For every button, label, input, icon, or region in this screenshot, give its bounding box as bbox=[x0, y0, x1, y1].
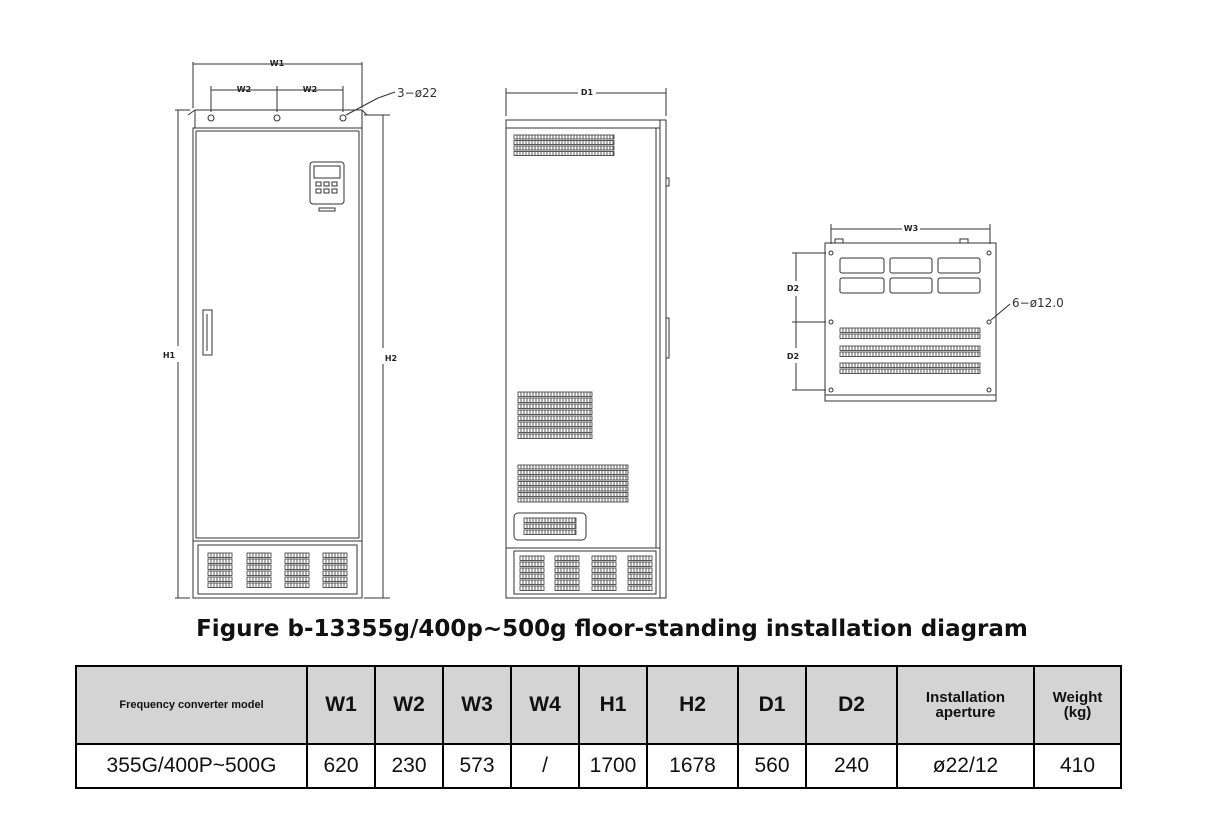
front-w2-left-label: W2 bbox=[237, 85, 251, 94]
vent-slot bbox=[513, 151, 615, 156]
base-hole-callout: 6−ø12.0 bbox=[1012, 296, 1064, 310]
figure-caption: Figure b-13355g/400p~500g floor-standing… bbox=[196, 616, 1028, 642]
cell-weight: 410 bbox=[1033, 743, 1122, 789]
vent-slot bbox=[517, 415, 593, 421]
header-h1: H1 bbox=[578, 665, 648, 745]
cell-w3: 573 bbox=[442, 743, 512, 789]
side-lower-vent bbox=[517, 464, 629, 503]
front-vent-block bbox=[284, 552, 310, 588]
front-h1-label: H1 bbox=[163, 351, 176, 360]
header-aperture: Installation aperture bbox=[896, 665, 1035, 745]
front-w1-label: W1 bbox=[270, 59, 285, 68]
side-bottom-vent-block bbox=[554, 555, 580, 591]
vent-slot bbox=[517, 492, 629, 497]
base-w3-label: W3 bbox=[904, 224, 918, 233]
base-vent-row-1 bbox=[839, 327, 981, 339]
header-weight: Weight (kg) bbox=[1033, 665, 1122, 745]
vent-slot bbox=[523, 523, 577, 529]
cell-d2: 240 bbox=[805, 743, 898, 789]
vent-slot bbox=[517, 470, 629, 475]
vent-slot bbox=[517, 464, 629, 470]
vent-slot bbox=[517, 497, 629, 503]
side-bottom-vent-block bbox=[519, 555, 545, 591]
vent-slot bbox=[523, 517, 577, 523]
vent-slot bbox=[517, 421, 593, 427]
vent-slot bbox=[517, 397, 593, 403]
front-view bbox=[175, 62, 396, 599]
base-d2-bottom-label: D2 bbox=[787, 352, 799, 361]
cell-d1: 560 bbox=[737, 743, 807, 789]
table-header-row: Frequency converter model W1 W2 W3 W4 H1… bbox=[75, 665, 1122, 745]
vent-slot bbox=[517, 481, 629, 486]
front-h2-label: H2 bbox=[385, 354, 397, 363]
cell-aperture: ø22/12 bbox=[896, 743, 1035, 789]
vent-slot bbox=[513, 134, 615, 140]
front-vent-block bbox=[322, 552, 348, 588]
vent-slot bbox=[517, 409, 593, 415]
cell-model: 355G/400P~500G bbox=[75, 743, 308, 789]
header-w1: W1 bbox=[306, 665, 376, 745]
cell-w4: / bbox=[510, 743, 580, 789]
header-aperture-line2: aperture bbox=[935, 704, 996, 721]
header-h2: H2 bbox=[646, 665, 739, 745]
vent-slot bbox=[839, 368, 981, 374]
header-w4: W4 bbox=[510, 665, 580, 745]
vent-slot bbox=[513, 140, 615, 145]
base-d2-top-label: D2 bbox=[787, 284, 799, 293]
base-view bbox=[792, 224, 1011, 402]
side-box-vent bbox=[523, 517, 577, 535]
installation-drawing: W1 W2 W2 H1 H2 3−ø22 D1 W3 D2 D2 6−ø12.0 bbox=[163, 59, 1064, 599]
vent-slot bbox=[517, 433, 593, 439]
base-vent-row-3 bbox=[839, 362, 981, 374]
side-bottom-vent-block bbox=[591, 555, 617, 591]
vent-slot bbox=[839, 345, 981, 351]
side-mid-vent bbox=[517, 391, 593, 439]
front-hole-callout: 3−ø22 bbox=[397, 86, 437, 100]
header-d2: D2 bbox=[805, 665, 898, 745]
vent-slot bbox=[517, 391, 593, 397]
header-model: Frequency converter model bbox=[75, 665, 308, 745]
front-vent-block bbox=[246, 552, 272, 588]
header-weight-line2: (kg) bbox=[1063, 704, 1092, 721]
header-w2: W2 bbox=[374, 665, 444, 745]
cell-h1: 1700 bbox=[578, 743, 648, 789]
vent-slot bbox=[839, 362, 981, 368]
cell-w2: 230 bbox=[374, 743, 444, 789]
side-d1-label: D1 bbox=[581, 88, 594, 97]
vent-slot bbox=[839, 327, 981, 333]
header-weight-line1: Weight bbox=[1052, 689, 1103, 706]
vent-slot bbox=[839, 333, 981, 339]
front-w2-right-label: W2 bbox=[303, 85, 317, 94]
side-view bbox=[505, 88, 670, 599]
vent-slot bbox=[517, 475, 629, 481]
header-w3: W3 bbox=[442, 665, 512, 745]
header-aperture-line1: Installation bbox=[925, 689, 1006, 706]
vent-slot bbox=[839, 351, 981, 357]
spec-table: Frequency converter model W1 W2 W3 W4 H1… bbox=[75, 665, 1122, 789]
cell-h2: 1678 bbox=[646, 743, 739, 789]
base-vent-row-2 bbox=[839, 345, 981, 357]
side-top-vent bbox=[513, 134, 615, 156]
table-row: 355G/400P~500G 620 230 573 / 1700 1678 5… bbox=[75, 743, 1122, 789]
side-bottom-vent-block bbox=[627, 555, 653, 591]
vent-slot bbox=[513, 145, 615, 151]
vent-slot bbox=[523, 529, 577, 535]
cell-w1: 620 bbox=[306, 743, 376, 789]
header-d1: D1 bbox=[737, 665, 807, 745]
front-vent-block bbox=[207, 552, 233, 588]
vent-slot bbox=[517, 486, 629, 492]
vent-slot bbox=[517, 427, 593, 433]
vent-slot bbox=[517, 403, 593, 409]
